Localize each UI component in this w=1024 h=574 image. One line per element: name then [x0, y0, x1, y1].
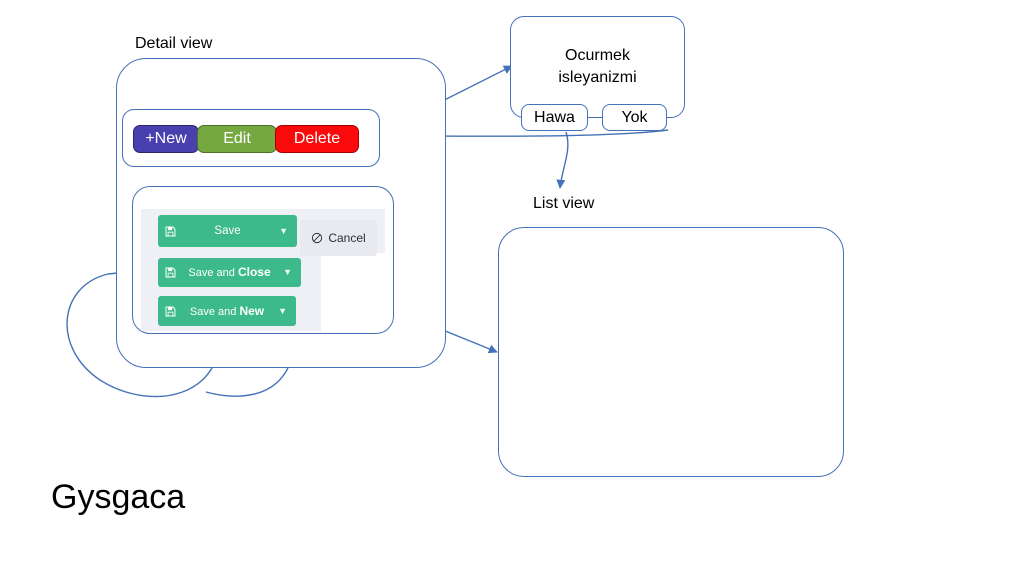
floppy-disk-icon	[165, 267, 176, 278]
confirm-prompt-dialog: Ocurmek isleyanizmi	[510, 16, 685, 118]
caret-down-icon[interactable]: ▼	[283, 266, 292, 277]
arrow-prompt-to-list-view	[556, 131, 569, 189]
save-and-close-button[interactable]: Save and Close ▼	[158, 257, 301, 287]
cancel-button-label: Cancel	[328, 231, 366, 245]
save-and-new-button[interactable]: Save and New ▼	[158, 296, 296, 326]
floppy-disk-icon	[165, 226, 176, 237]
save-and-new-prefix: Save and	[189, 306, 240, 318]
save-and-close-command-strip: Save and Close ▼	[141, 253, 321, 291]
save-and-close-emphasis: Close	[237, 265, 271, 279]
save-and-new-command-strip: Save and New ▼	[141, 291, 321, 331]
save-and-close-prefix: Save and	[188, 267, 238, 279]
confirm-yes-button[interactable]: Hawa	[521, 104, 588, 131]
save-and-close-button-label: Save and Close	[176, 265, 283, 279]
caret-down-icon[interactable]: ▼	[278, 305, 287, 316]
confirm-no-button[interactable]: Yok	[602, 104, 667, 131]
toolbar-button-group: +New Edit Delete	[133, 125, 359, 153]
save-button-label: Save	[214, 225, 241, 237]
detail-view-label: Detail view	[135, 35, 213, 52]
edit-button[interactable]: Edit	[197, 125, 277, 153]
save-and-new-emphasis: New	[239, 304, 265, 318]
cancel-button[interactable]: Cancel	[300, 220, 377, 256]
new-button[interactable]: +New	[133, 125, 199, 153]
list-view-container	[498, 227, 844, 477]
save-button[interactable]: Save ▼	[158, 215, 297, 247]
floppy-disk-icon	[165, 306, 176, 317]
confirm-prompt-message: Ocurmek isleyanizmi	[558, 47, 637, 86]
delete-button[interactable]: Delete	[275, 125, 359, 153]
save-and-new-button-label: Save and New	[176, 304, 278, 318]
summary-label: Gysgaca	[51, 478, 186, 516]
list-view-label: List view	[533, 195, 595, 212]
prohibited-icon	[311, 232, 323, 244]
caret-down-icon[interactable]: ▼	[279, 225, 288, 236]
